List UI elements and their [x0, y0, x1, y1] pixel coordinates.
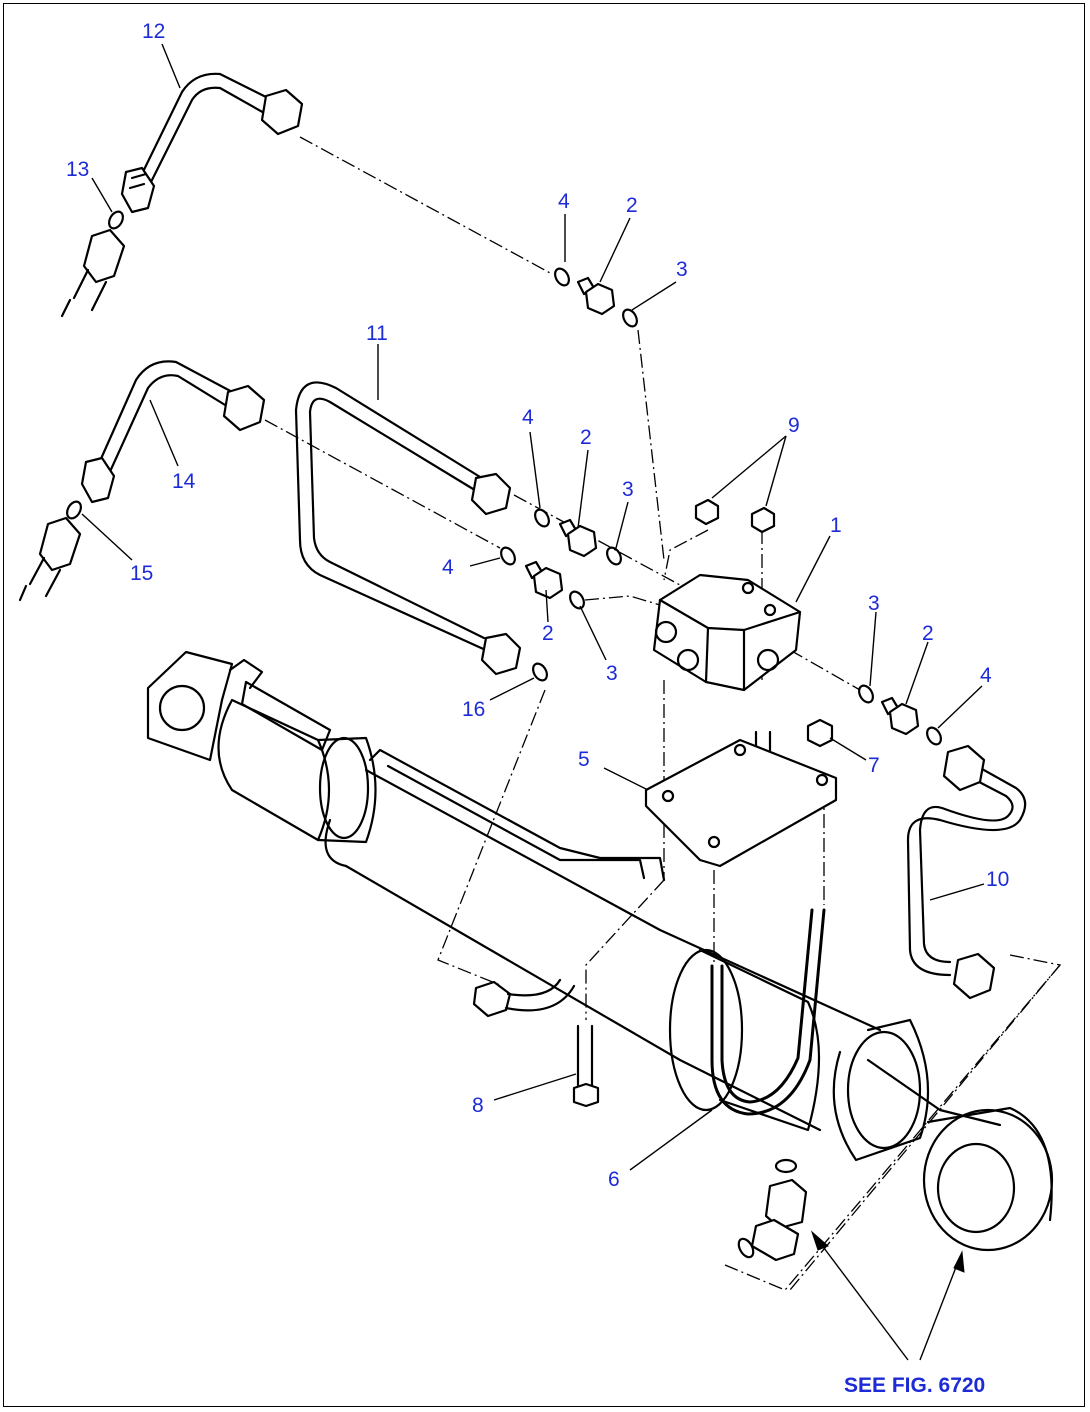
hydraulic-cylinder — [146, 650, 1054, 1262]
callout-10: 10 — [986, 868, 1009, 891]
callout-11: 11 — [366, 322, 388, 345]
callout-16: 16 — [462, 698, 485, 721]
callout-3: 3 — [868, 592, 880, 615]
callout-2: 2 — [580, 426, 592, 449]
callout-5: 5 — [578, 748, 590, 771]
reference-arrows — [810, 1230, 965, 1361]
fitting-set-middle-lower — [500, 546, 585, 610]
callout-6: 6 — [608, 1168, 620, 1191]
callout-3: 3 — [606, 662, 618, 685]
pipe-12 — [120, 72, 304, 214]
caps-9 — [694, 498, 776, 534]
assembly-lines — [264, 136, 1062, 1291]
leader-lines — [81, 43, 985, 1171]
callout-14: 14 — [172, 470, 196, 493]
callout-8: 8 — [472, 1094, 484, 1117]
nut-7 — [806, 718, 834, 748]
callout-2: 2 — [922, 622, 934, 645]
callout-3: 3 — [676, 258, 688, 281]
pipe-14 — [80, 360, 266, 504]
callout-3: 3 — [622, 478, 634, 501]
callout-7: 7 — [868, 754, 880, 777]
fitting-set-middle-upper — [534, 508, 622, 566]
callout-1: 1 — [830, 514, 842, 537]
fitting-13 — [60, 210, 126, 318]
see-figure-reference: SEE FIG. 6720 — [844, 1374, 985, 1397]
callout-4: 4 — [442, 556, 454, 579]
bolt-8 — [572, 1024, 600, 1108]
callout-4: 4 — [558, 190, 570, 213]
washer-16 — [532, 662, 548, 682]
pipe-11 — [294, 381, 522, 676]
fitting-set-top — [554, 267, 638, 328]
pipe-10 — [906, 744, 1027, 1000]
callout-labels: 12 13 4 2 3 11 4 2 3 9 14 1 15 4 2 3 3 2… — [66, 20, 1009, 1397]
plate-5 — [644, 738, 838, 868]
callout-4: 4 — [522, 406, 534, 429]
fitting-15 — [18, 500, 82, 602]
callout-9: 9 — [788, 414, 800, 437]
callout-2: 2 — [542, 622, 554, 645]
callout-13: 13 — [66, 158, 89, 181]
valve-block-1 — [652, 573, 802, 692]
callout-4: 4 — [980, 664, 992, 687]
fitting-set-right — [858, 684, 942, 746]
callout-12: 12 — [142, 20, 165, 43]
callout-2: 2 — [626, 194, 638, 217]
callout-15: 15 — [130, 562, 153, 585]
